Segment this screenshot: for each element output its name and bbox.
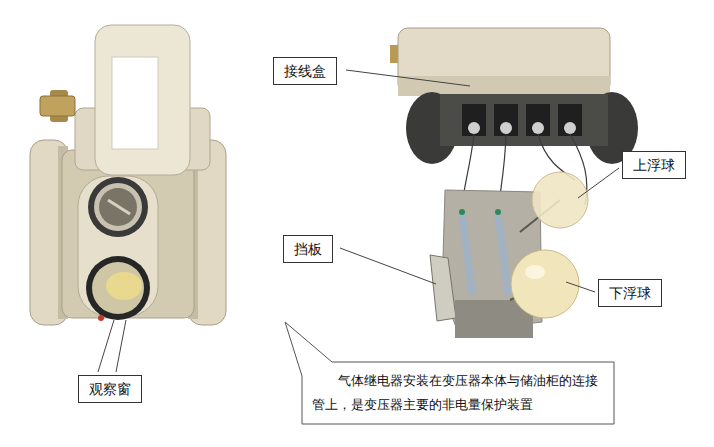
- part-name: 观察窗: [89, 380, 131, 398]
- drawing-part: [462, 104, 582, 136]
- drawing-part: [566, 282, 595, 292]
- drawing-part: [440, 94, 608, 146]
- drawing-part: [532, 122, 544, 134]
- part-name: 上浮球: [633, 156, 675, 174]
- leader-lines: [98, 70, 619, 372]
- drawing-part: [98, 320, 114, 372]
- part-name: 下浮球: [609, 284, 651, 302]
- part-label: 下浮球: [598, 279, 662, 307]
- part-label: 上浮球: [622, 151, 686, 179]
- part-name: 接线盒: [284, 62, 326, 80]
- drawing-part: [564, 122, 576, 134]
- part-label: 观察窗: [78, 375, 142, 403]
- drawing-part: [468, 122, 576, 134]
- part-label: 接线盒: [273, 57, 337, 85]
- drawing-part: [511, 250, 579, 318]
- drawing-part: [112, 57, 158, 149]
- drawing-part: [116, 320, 126, 372]
- drawing-part: [494, 104, 518, 136]
- drawing-part: [532, 172, 588, 228]
- drawing-part: [498, 214, 508, 292]
- drawing-part: [500, 122, 512, 134]
- drawing-part: [462, 104, 486, 136]
- drawing-part: [430, 255, 456, 321]
- relay-front-view: [30, 25, 226, 325]
- drawing-part: [40, 96, 75, 116]
- drawing-part: [468, 122, 480, 134]
- drawing-part: [106, 272, 142, 300]
- drawing-part: [94, 183, 142, 231]
- part-label: 挡板: [283, 235, 333, 263]
- drawing-part: [88, 177, 148, 237]
- part-name: 挡板: [294, 240, 322, 258]
- drawing-part: [525, 265, 545, 279]
- drawing-part: [346, 70, 470, 86]
- drawing-part: [86, 256, 150, 320]
- drawing-part: [462, 214, 472, 292]
- drawing-part: [558, 104, 582, 136]
- note-text: 气体继电器安装在变压器本体与储油柜的连接 管上，是变压器主要的非电量保护装置: [312, 369, 604, 417]
- drawing-part: [92, 262, 144, 314]
- drawing-part: [526, 104, 550, 136]
- note-callout: 气体继电器安装在变压器本体与储油柜的连接 管上，是变压器主要的非电量保护装置: [302, 362, 614, 424]
- drawing-part: [459, 209, 465, 215]
- drawing-part: [578, 168, 619, 198]
- callout-outline: [302, 362, 614, 424]
- drawing-part: [98, 315, 104, 321]
- drawing-part: [340, 248, 436, 284]
- drawing-part: [95, 25, 190, 175]
- drawing-part: [99, 188, 137, 226]
- drawing-part: [108, 200, 130, 214]
- drawing-part: [495, 209, 501, 215]
- callout-shape: [285, 322, 614, 424]
